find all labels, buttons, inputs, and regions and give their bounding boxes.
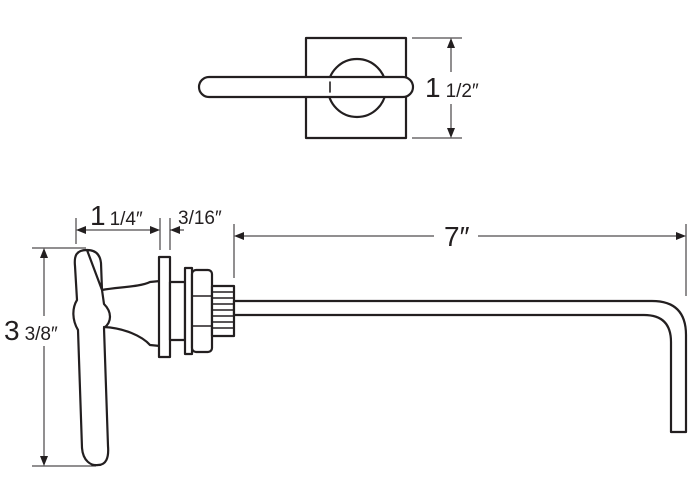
lever-handle-front xyxy=(197,75,415,99)
side-view xyxy=(72,248,688,467)
t-handle xyxy=(72,248,162,467)
rod-length-dimension: 7″ xyxy=(233,221,687,296)
thread-lines xyxy=(211,291,235,329)
rod-length-label: 7″ xyxy=(444,221,470,252)
hex-nut xyxy=(190,268,214,354)
spacer-block xyxy=(168,280,187,342)
rose-plate xyxy=(157,255,172,359)
rose-thickness-label: 3/16″ xyxy=(178,208,222,229)
front-view xyxy=(197,36,415,140)
bent-rod xyxy=(232,299,688,434)
rose-thickness-dimension: 3/16″ xyxy=(169,208,222,250)
